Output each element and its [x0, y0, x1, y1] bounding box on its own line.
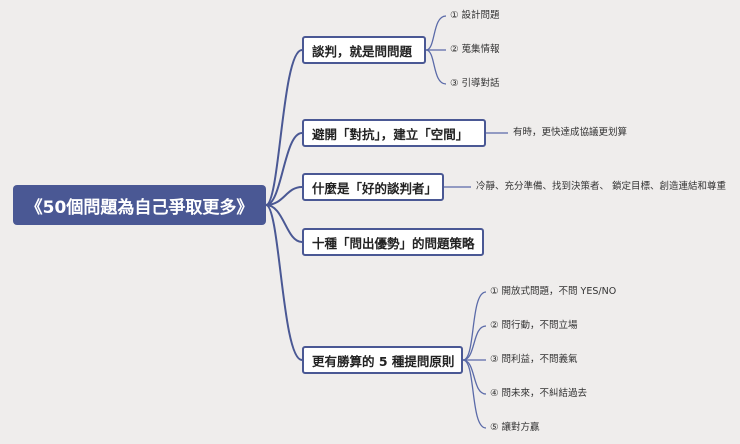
- leaf-gather-intel: ② 蒐集情報: [450, 44, 500, 55]
- branch-ten-strategies[interactable]: 十種「問出優勢」的問題策略: [302, 228, 484, 256]
- leaf-let-them-win: ⑤ 讓對方贏: [490, 422, 540, 433]
- leaf-guide-dialogue: ③ 引導對話: [450, 78, 500, 89]
- branch-negotiation-is-asking[interactable]: 談判，就是問問題: [302, 36, 426, 64]
- branch-five-principles[interactable]: 更有勝算的 5 種提問原則: [302, 346, 463, 374]
- branch-good-negotiator[interactable]: 什麼是「好的談判者」: [302, 173, 444, 201]
- leaf-ask-action: ② 問行動，不問立場: [490, 320, 578, 331]
- leaf-open-questions: ① 開放式問題，不問 YES/NO: [490, 286, 617, 297]
- root-topic[interactable]: 《50個問題為自己爭取更多》: [13, 185, 266, 225]
- leaf-ask-future: ④ 問未來，不糾結過去: [490, 388, 588, 399]
- leaf-faster-agreement: 有時，更快達成協議更划算: [513, 127, 628, 138]
- branch-avoid-confrontation[interactable]: 避開「對抗」，建立「空間」: [302, 119, 486, 147]
- leaf-design-questions: ① 設計問題: [450, 10, 500, 21]
- leaf-ask-interest: ③ 問利益，不問義氣: [490, 354, 578, 365]
- leaf-good-negotiator-traits: 冷靜、充分準備、找到決策者、 鎖定目標、創造連結和尊重: [476, 181, 727, 192]
